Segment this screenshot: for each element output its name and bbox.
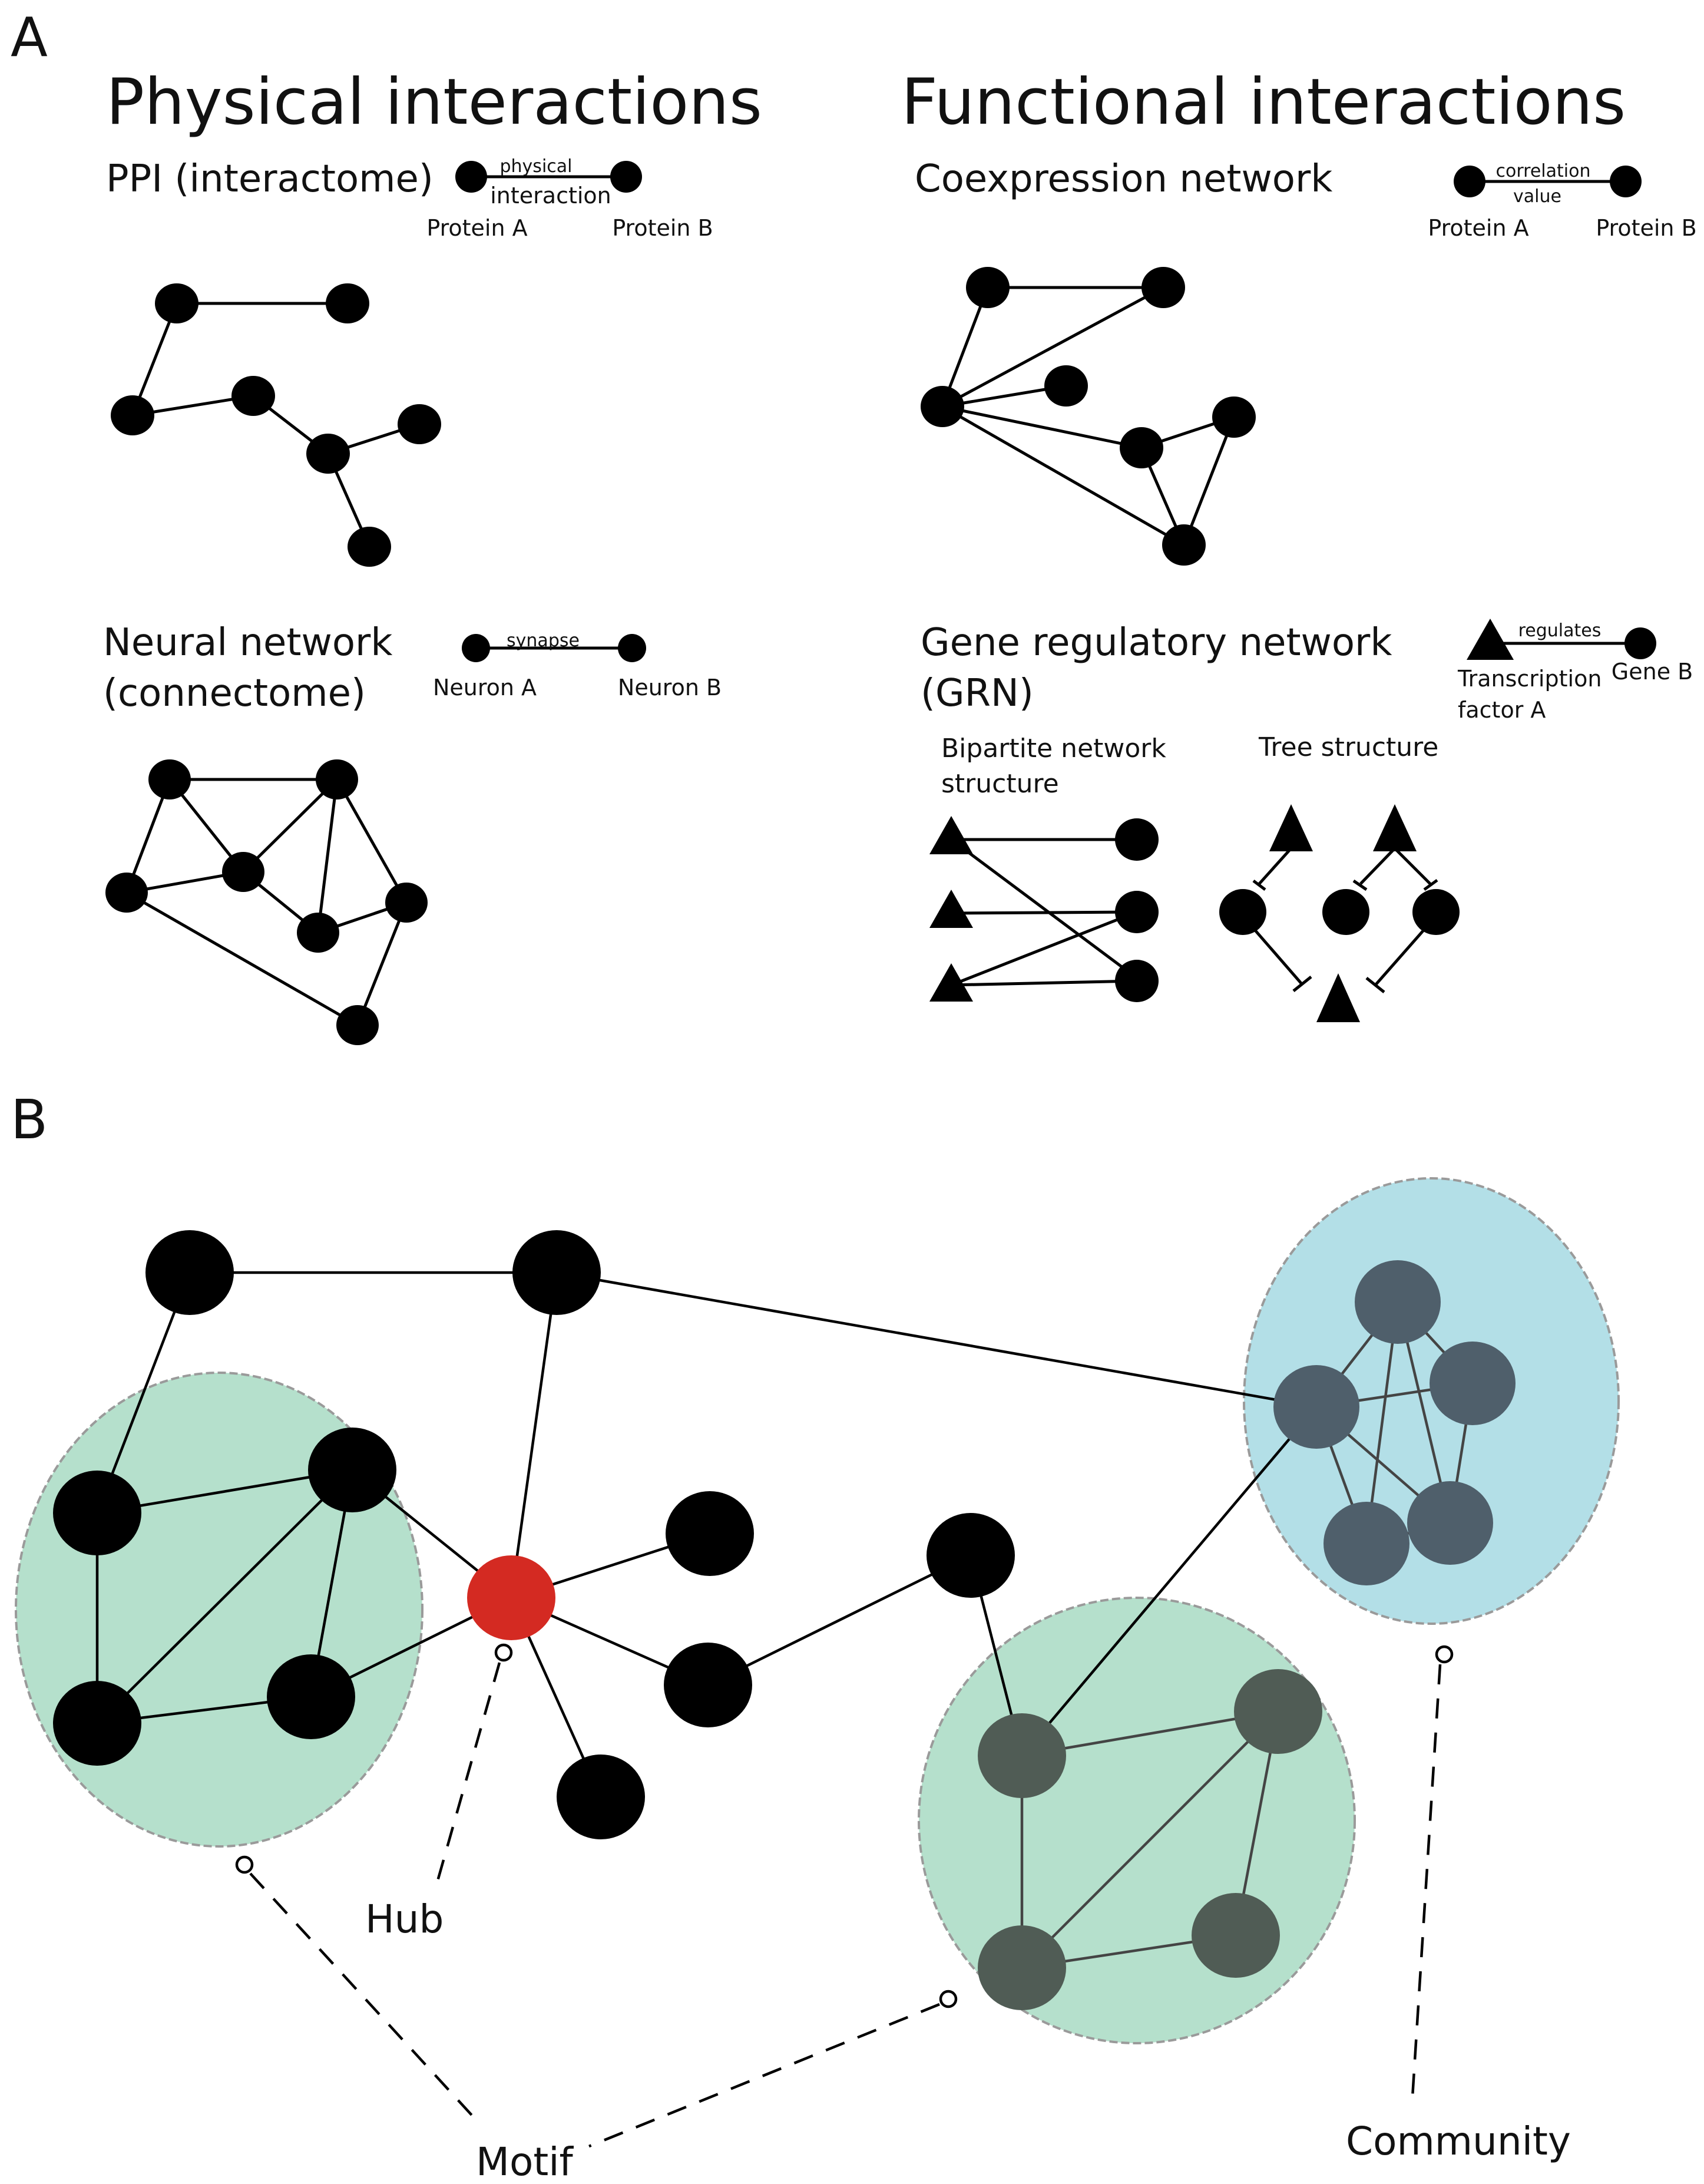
coexpression-network xyxy=(921,267,1256,566)
ppi-legend: physical interaction Protein A Protein B xyxy=(426,156,713,241)
tree-network xyxy=(1219,804,1460,1022)
ppi-legend-edge-label-2: interaction xyxy=(490,183,611,209)
grn-legend-edge-label: regulates xyxy=(1518,620,1602,641)
ppi-legend-node-a: Protein A xyxy=(426,215,527,241)
coexpression-legend-node-a: Protein A xyxy=(1428,215,1528,241)
neural-section: Neural network (connectome) synapse Neur… xyxy=(103,621,722,1045)
node xyxy=(53,1681,141,1766)
node xyxy=(557,1755,645,1839)
neural-legend-node-a: Neuron A xyxy=(433,675,537,701)
node xyxy=(308,1428,396,1512)
community-node xyxy=(1324,1502,1409,1585)
neural-title-line-2: (connectome) xyxy=(103,672,366,715)
motif-node xyxy=(978,1925,1066,2010)
physical-interactions-title: Physical interactions xyxy=(106,65,762,139)
annotation-pointers xyxy=(235,1643,1454,2148)
community-node xyxy=(1430,1342,1516,1425)
grn-title-line-2: (GRN) xyxy=(921,672,1034,715)
grn-legend: regulates Transcription factor A Gene B xyxy=(1457,619,1693,723)
coexpression-title: Coexpression network xyxy=(915,157,1332,201)
community-label: Community xyxy=(1346,2119,1571,2164)
coexpression-section: Coexpression network correlation value P… xyxy=(915,157,1697,566)
node xyxy=(267,1654,355,1739)
ppi-title: PPI (interactome) xyxy=(106,157,434,201)
panel-b-letter: B xyxy=(11,1088,48,1151)
community-node xyxy=(1407,1481,1493,1565)
grn-title-line-1: Gene regulatory network xyxy=(921,621,1392,665)
grn-legend-node-a-line-2: factor A xyxy=(1458,697,1546,723)
coexpression-legend: correlation value Protein A Protein B xyxy=(1428,161,1696,241)
node xyxy=(53,1471,141,1555)
tree-structure-label: Tree structure xyxy=(1258,732,1438,762)
panel-a-letter: A xyxy=(11,6,48,69)
hub-label: Hub xyxy=(365,1896,444,1942)
grn-section: Gene regulatory network (GRN) regulates … xyxy=(921,619,1693,1022)
node xyxy=(512,1230,601,1315)
node xyxy=(666,1491,754,1576)
hub-node xyxy=(467,1555,555,1640)
node xyxy=(927,1513,1015,1598)
grn-legend-node-b: Gene B xyxy=(1612,659,1693,685)
neural-title-line-1: Neural network xyxy=(103,621,392,665)
neural-legend-node-b: Neuron B xyxy=(618,675,722,701)
coexpression-legend-edge-label-2: value xyxy=(1513,186,1561,207)
motif-node xyxy=(1234,1669,1322,1754)
ppi-network xyxy=(111,283,441,567)
community-node xyxy=(1355,1260,1441,1344)
bipartite-label-line-1: Bipartite network xyxy=(941,733,1166,764)
bipartite-network xyxy=(929,816,1159,1002)
coexpression-legend-edge-label-1: correlation xyxy=(1496,161,1591,181)
grn-legend-node-a-line-1: Transcription xyxy=(1457,666,1602,692)
neural-legend: synapse Neuron A Neuron B xyxy=(433,630,722,701)
community-region xyxy=(1243,1177,1620,1625)
motif-node xyxy=(978,1713,1066,1798)
node xyxy=(145,1230,234,1315)
node xyxy=(664,1643,752,1727)
community-node xyxy=(1273,1365,1359,1449)
panel-b-network: Hub Motif Community xyxy=(15,1177,1620,2184)
ppi-section: PPI (interactome) physical interaction P… xyxy=(106,156,713,567)
neural-legend-edge-label: synapse xyxy=(507,630,580,651)
motif-label: Motif xyxy=(476,2139,574,2184)
coexpression-legend-node-b: Protein B xyxy=(1596,215,1696,241)
ppi-legend-edge-label-1: physical xyxy=(500,156,573,177)
ppi-legend-node-b: Protein B xyxy=(612,215,713,241)
neural-network xyxy=(105,759,428,1045)
functional-interactions-title: Functional interactions xyxy=(901,65,1626,139)
motif-node xyxy=(1192,1893,1280,1978)
bipartite-label-line-2: structure xyxy=(941,769,1059,799)
